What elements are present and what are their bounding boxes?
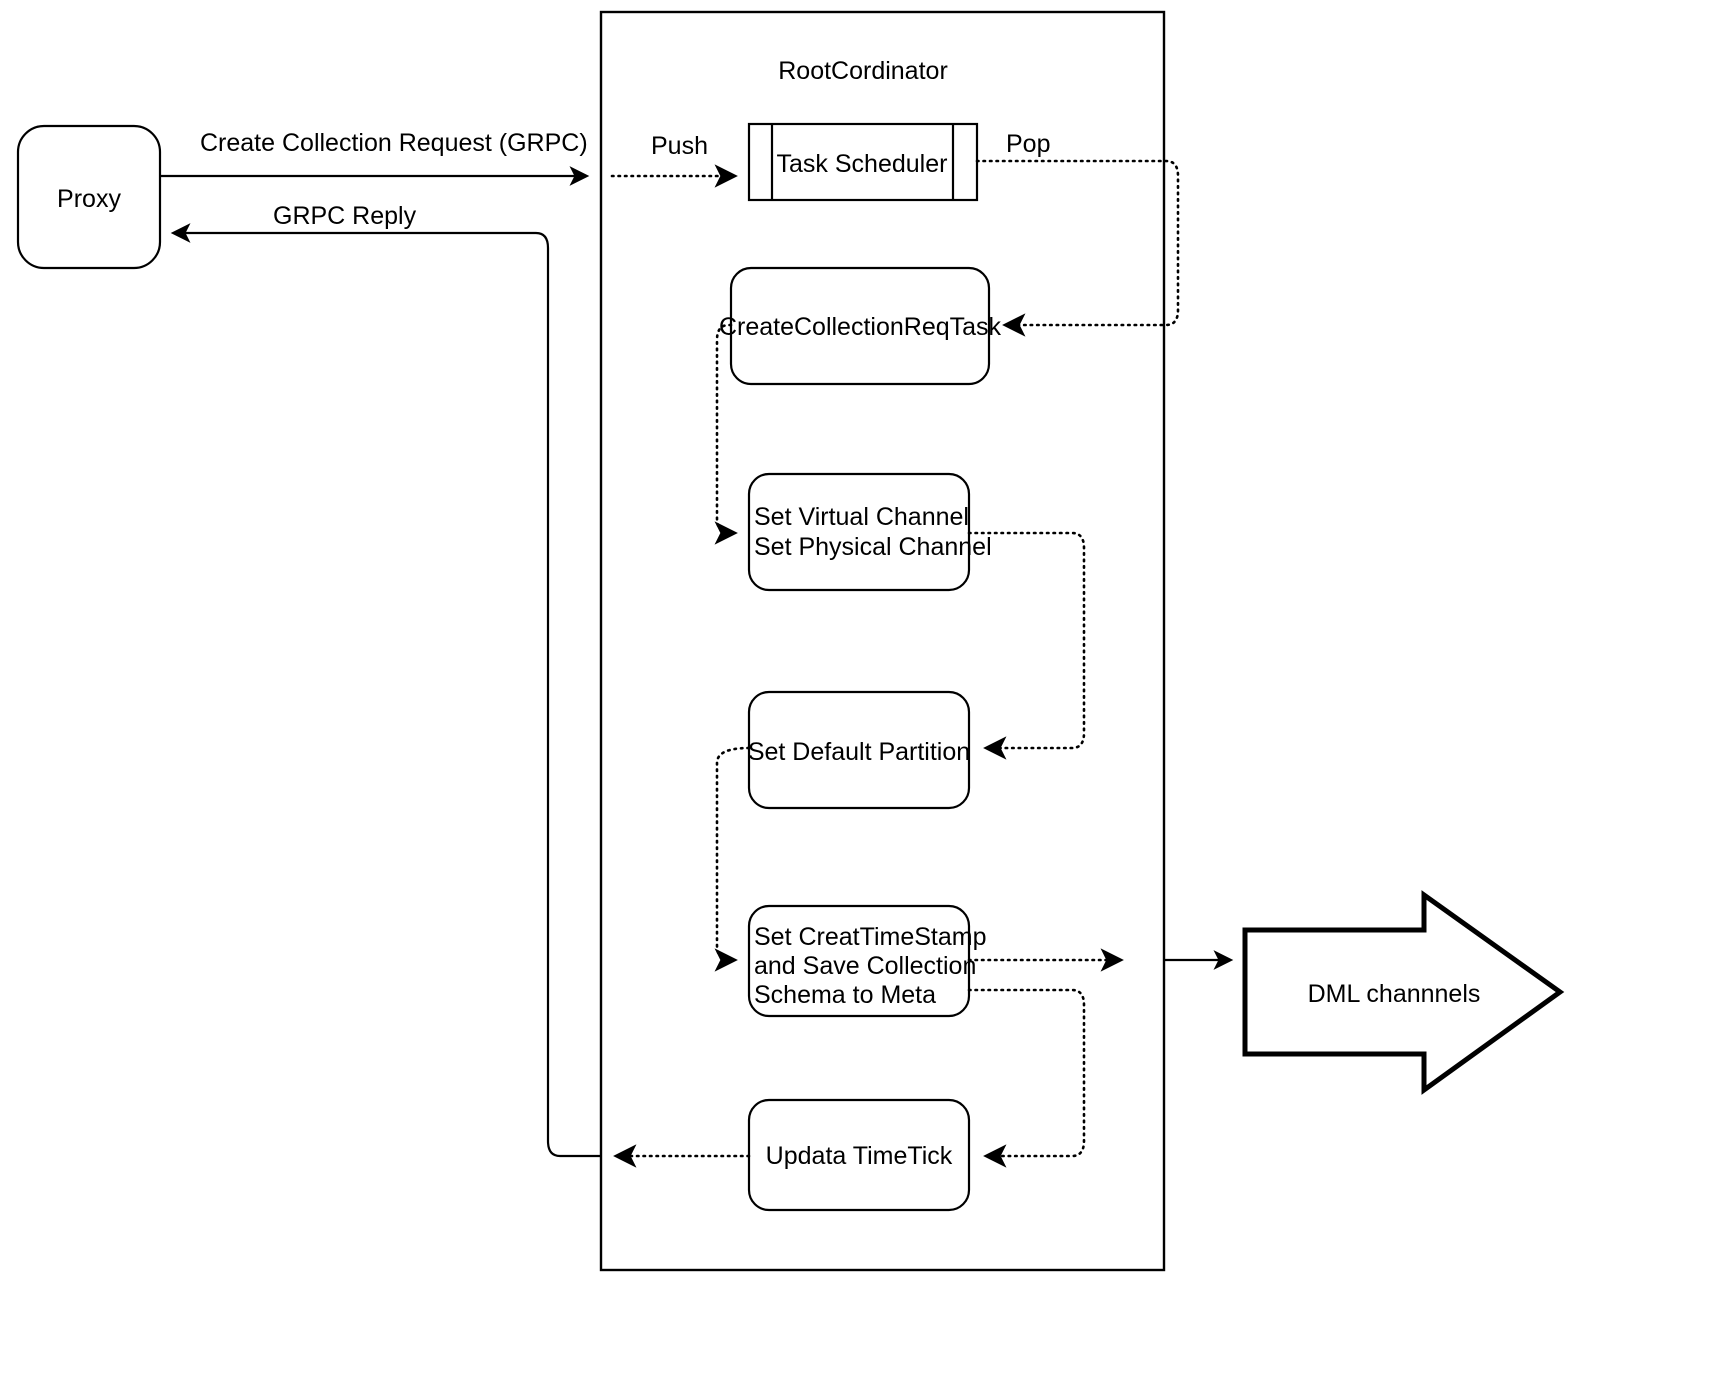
node-set-timestamp-line1: Set CreatTimeStamp [754, 923, 986, 951]
edge-label-grpc-reply: GRPC Reply [273, 202, 417, 230]
node-set-timestamp-line3: Schema to Meta [754, 981, 936, 1009]
edge-pop [975, 159, 1180, 337]
edge-label-create-collection-request: Create Collection Request (GRPC) [200, 129, 588, 157]
node-proxy[interactable] [16, 124, 162, 270]
node-set-channel[interactable] [747, 472, 971, 592]
node-set-default-partition[interactable] [747, 690, 971, 810]
node-task-scheduler[interactable] [747, 122, 979, 202]
node-task-scheduler-label: Task Scheduler [777, 150, 948, 178]
edge-set-timestamp-to-updata-timetick [967, 988, 1086, 1168]
node-set-channel-line1: Set Virtual Channel [754, 503, 969, 531]
edge-task-to-set-channel [714, 323, 738, 545]
node-set-timestamp-line2: and Save Collection [754, 952, 976, 980]
node-updata-timetick-label: Updata TimeTick [766, 1142, 953, 1170]
edge-default-partition-to-set-timestamp [714, 746, 751, 972]
edge-label-pop: Pop [1006, 130, 1050, 158]
node-set-channel-line2: Set Physical Channel [754, 533, 992, 561]
node-dml-channels-label: DML channnels [1308, 980, 1481, 1008]
node-create-collection-req-task-label: CreateCollectionReqTask [719, 313, 1002, 341]
rootcordinator-container [599, 10, 1166, 1272]
node-proxy-label: Proxy [57, 185, 121, 213]
node-dml-channels[interactable] [1242, 890, 1565, 1095]
edge-set-channel-to-default-partition [967, 531, 1086, 760]
node-set-default-partition-label: Set Default Partition [748, 738, 970, 766]
edge-grpc-reply [170, 223, 601, 1158]
rootcordinator-title: RootCordinator [778, 57, 948, 85]
edge-label-push: Push [651, 132, 708, 160]
